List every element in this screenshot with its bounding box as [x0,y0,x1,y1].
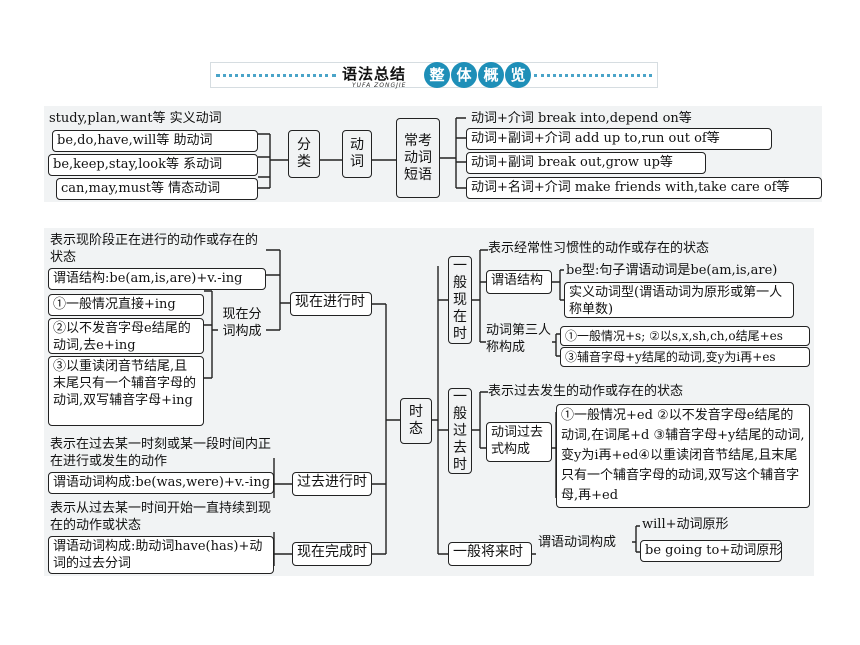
verb-node: 动词 [342,130,372,178]
phrase-type-3: 动词+副词 break out,grow up等 [466,152,706,174]
simple-present-node: 一般现在时 [448,256,472,344]
phrase-type-2: 动词+副词+介词 add up to,run out of等 [466,128,772,150]
present-perfect-def: 表示从过去某一时间开始一直持续到现在的动作或状态 [50,501,272,533]
participle-rule-2: ②以不发音字母e结尾的动词,去e+ing [48,318,204,354]
present-perfect-node: 现在完成时 [292,542,372,566]
simple-past-node: 一般过去时 [448,388,472,474]
banner-dots-left [216,74,336,77]
action-verb-type-rule: 实义动词型(谓语动词为原形或第一人称单数) [564,282,794,318]
banner-title: 语法总结 [342,65,407,83]
participle-rule-1: ①一般情况直接+ing [48,294,204,316]
verb-type-4: can,may,must等 情态动词 [56,178,258,200]
verb-type-2: be,do,have,will等 助动词 [52,130,258,152]
banner-badge-2: 体 [451,62,477,88]
phrase-type-1: 动词+介词 break into,depend on等 [471,111,692,126]
present-participle-label: 现在分词构成 [222,307,262,339]
classify-node: 分类 [288,130,320,178]
banner-badge-1: 整 [424,62,450,88]
present-progressive-def: 表示现阶段正在进行的动作或存在的状态 [50,233,259,265]
past-progressive-structure: 谓语动词构成:be(was,were)+v.-ing [48,472,274,494]
third-person-rule-2: ③辅音字母+y结尾的动词,变y为i再+es [560,347,810,367]
banner-badge-4: 览 [505,62,531,88]
third-person-rule-1: ①一般情况+s; ②以s,x,sh,ch,o结尾+es [560,326,810,346]
present-progressive-structure: 谓语结构:be(am,is,are)+v.-ing [48,268,266,290]
simple-present-structure: 谓语结构 [486,270,552,294]
simple-past-structure: 动词过去式构成 [486,422,552,462]
simple-future-node: 一般将来时 [448,542,532,566]
simple-past-rules: ①一般情况+ed ②以不发音字母e结尾的动词,在词尾+d ③辅音字母+y结尾的动… [556,404,810,508]
simple-present-def: 表示经常性习惯性的动作或存在的状态 [488,241,710,256]
participle-rule-3: ③以重读闭音节结尾,且末尾只有一个辅音字母的动词,双写辅音字母+ing [48,356,204,426]
be-type-rule: be型:句子谓语动词是be(am,is,are) [566,263,778,278]
past-progressive-def: 表示在过去某一时刻或某一段时间内正在进行或发生的动作 [50,437,272,469]
tense-center-node: 时态 [400,398,432,444]
simple-future-structure: 谓语动词构成 [538,535,617,550]
banner-badge-3: 概 [478,62,504,88]
banner-dots-right [534,74,652,77]
present-perfect-structure: 谓语动词构成:助动词have(has)+动词的过去分词 [48,536,274,574]
simple-future-form-1: will+动词原形 [642,517,729,532]
past-progressive-node: 过去进行时 [292,472,372,496]
phrases-node: 常考动词短语 [396,118,440,198]
banner-subtitle: YUFA ZONGJIE [352,82,407,89]
phrase-type-4: 动词+名词+介词 make friends with,take care of等 [466,177,822,199]
verb-type-3: be,keep,stay,look等 系动词 [48,154,258,176]
third-person-label: 动词第三人称构成 [486,323,552,355]
present-progressive-node: 现在进行时 [290,292,372,316]
simple-future-form-2: be going to+动词原形 [640,540,782,562]
verb-type-1: study,plan,want等 实义动词 [49,111,222,126]
simple-past-def: 表示过去发生的动作或存在的状态 [488,384,684,399]
